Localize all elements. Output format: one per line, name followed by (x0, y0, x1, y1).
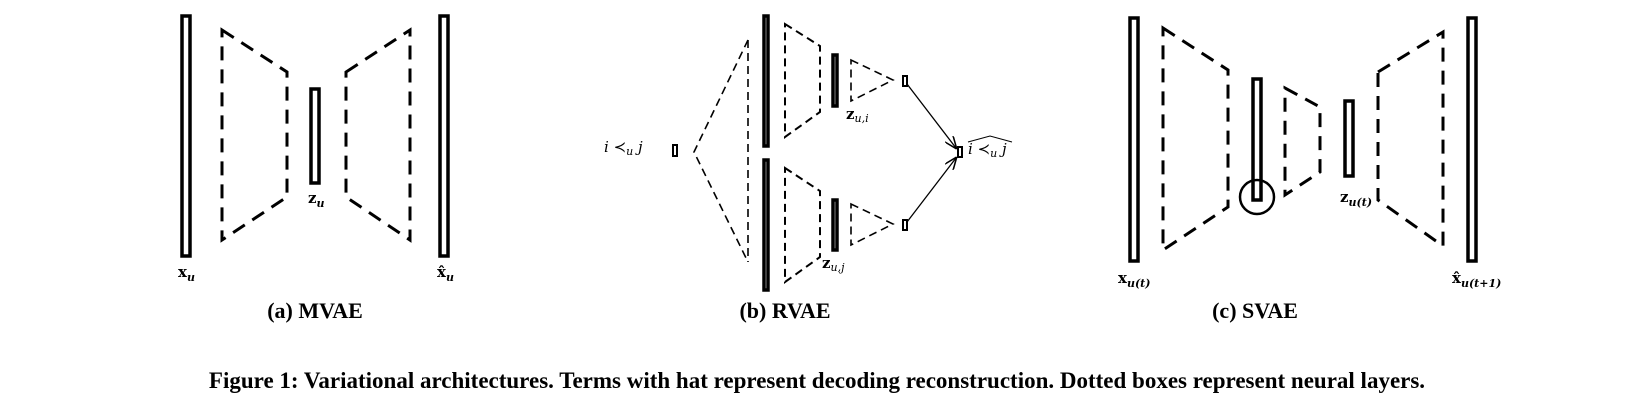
latent-label: zu(t) (1340, 188, 1372, 209)
scorer-i (850, 58, 895, 103)
output-box (957, 146, 963, 158)
output-label: x̂u (437, 263, 454, 284)
caption-c: (c) SVAE (1212, 298, 1298, 323)
caption-b: (b) RVAE (739, 298, 830, 323)
output-label: x̂u(t+1) (1452, 269, 1501, 290)
hat-mark (967, 135, 1013, 143)
scorer-j (850, 202, 895, 247)
recurrence-loop (1238, 178, 1276, 216)
item-i-layer (762, 14, 770, 148)
recurrent-layer (1251, 77, 1263, 202)
encoder-layer (1161, 25, 1230, 253)
latent-i (831, 53, 839, 108)
decoder-layer (344, 27, 412, 243)
input-label: xu (178, 263, 195, 284)
score-i-box (902, 75, 908, 87)
encoder-layer (220, 27, 289, 243)
encoder-i (784, 22, 821, 139)
panel-rvae: i ≺u j zu,i zu,j i ≺u j (b) RVAE (604, 14, 1013, 323)
latent-j-label: zu,j (822, 254, 845, 274)
arrow-i (906, 83, 956, 148)
panel-mvae: xu zu x̂u (a) MVAE (178, 14, 454, 323)
latent-label: zu (308, 189, 325, 210)
latent-j (831, 198, 839, 252)
input-layer (180, 14, 192, 258)
split-layer (693, 39, 749, 263)
figure-caption: Figure 1: Variational architectures. Ter… (209, 368, 1425, 393)
input-layer (1128, 16, 1140, 263)
encoder-j (784, 166, 821, 284)
latent-i-label: zu,i (846, 105, 869, 125)
score-j-box (902, 219, 908, 231)
input-label: xu(t) (1118, 269, 1150, 290)
output-layer (438, 14, 450, 258)
arrow-j (906, 158, 956, 223)
latent-layer (309, 87, 321, 185)
input-box (672, 144, 678, 157)
decoder-layer (1376, 29, 1445, 249)
item-j-layer (762, 158, 770, 292)
caption-a: (a) MVAE (267, 298, 363, 323)
latent-layer (1343, 99, 1355, 178)
output-label: i ≺u j (968, 140, 1007, 160)
output-layer (1466, 16, 1478, 263)
panel-svae: xu(t) zu(t) x̂u(t+1) (c) SVAE (1118, 16, 1501, 323)
input-label: i ≺u j (604, 138, 643, 158)
latent-encoder-layer (1283, 85, 1322, 198)
